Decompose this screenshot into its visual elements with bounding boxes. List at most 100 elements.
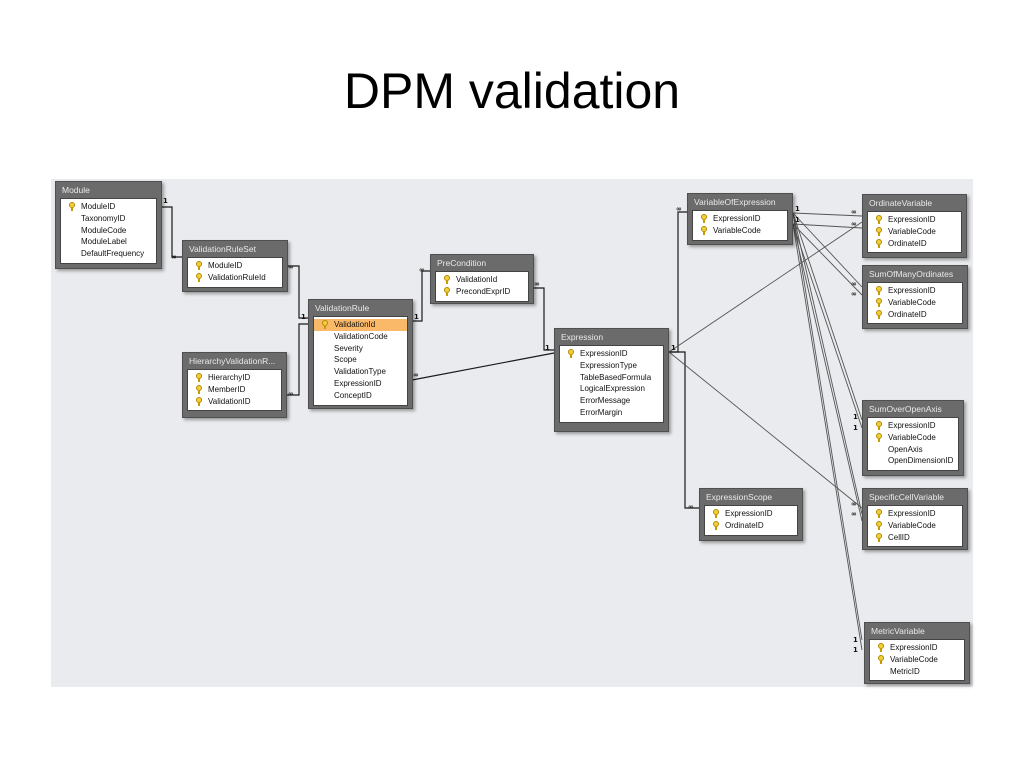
field-item[interactable]: ExpressionID [868, 285, 962, 297]
field-item[interactable]: OpenDimensionID [888, 456, 954, 466]
field-item-selected[interactable]: ValidationId [314, 319, 407, 331]
field-list: ExpressionID VariableCode MetricID [869, 639, 965, 682]
marker-many: ∞ [534, 280, 540, 288]
key-icon [196, 272, 202, 282]
key-icon [444, 275, 450, 284]
table-title: OrdinateVariable [869, 198, 933, 208]
field-item[interactable]: ExpressionID [868, 214, 961, 226]
key-icon [876, 532, 882, 542]
table-ordinate-variable[interactable]: OrdinateVariable ExpressionID VariableCo… [862, 194, 967, 258]
field-item[interactable]: ModuleID [61, 201, 156, 213]
field-item[interactable]: ExpressionType [580, 360, 637, 370]
link-expression-variableofexpression [669, 211, 687, 353]
table-hierarchy-validation-rule[interactable]: HierarchyValidationR... HierarchyID Memb… [182, 352, 287, 418]
field-list: ExpressionID VariableCode OrdinateID [867, 282, 963, 325]
key-icon [876, 286, 882, 295]
field-item[interactable]: OrdinateID [705, 520, 797, 532]
key-icon [876, 297, 882, 307]
marker-one: 1 [853, 424, 858, 432]
field-item[interactable]: CellID [868, 532, 962, 544]
link-expression-specificcellvariable [668, 351, 863, 509]
field-item[interactable]: ValidationID [188, 396, 281, 408]
table-specific-cell-variable[interactable]: SpecificCellVariable ExpressionID Variab… [862, 488, 968, 550]
field-item[interactable]: ValidationRuleId [188, 272, 282, 284]
field-list: ExpressionID OrdinateID [704, 505, 798, 536]
marker-one: 1 [795, 216, 800, 224]
field-item[interactable]: MemberID [188, 384, 281, 396]
table-title: VariableOfExpression [694, 197, 776, 207]
field-item[interactable]: HierarchyID [188, 372, 281, 384]
table-sum-of-many-ordinates[interactable]: SumOfManyOrdinates ExpressionID Variable… [862, 265, 968, 329]
field-item[interactable]: ValidationId [436, 274, 528, 286]
field-item[interactable]: OpenAxis [888, 444, 923, 454]
marker-one: 1 [853, 413, 858, 421]
table-validation-rule[interactable]: ValidationRule ValidationId ValidationCo… [308, 299, 413, 409]
key-icon [568, 349, 574, 358]
field-item[interactable]: PrecondExprID [436, 286, 528, 298]
field-item[interactable]: VariableCode [868, 520, 962, 532]
link-validationruleset-validationrule [287, 265, 308, 319]
table-variable-of-expression[interactable]: VariableOfExpression ExpressionID Variab… [687, 193, 793, 245]
field-item[interactable]: TableBasedFormula [580, 372, 652, 382]
marker-many: ∞ [851, 290, 857, 298]
field-item[interactable]: VariableCode [693, 225, 787, 237]
table-sum-over-open-axis[interactable]: SumOverOpenAxis ExpressionID VariableCod… [862, 400, 964, 476]
table-pre-condition[interactable]: PreCondition ValidationId PrecondExprID [430, 254, 534, 304]
field-item[interactable]: ExpressionID [868, 508, 962, 520]
field-item[interactable]: Severity [334, 343, 363, 353]
field-list: ModuleID ValidationRuleId [187, 257, 283, 288]
marker-one: 1 [163, 197, 168, 205]
field-list: ModuleID TaxonomyID ModuleCode ModuleLab… [60, 198, 157, 264]
field-item[interactable]: ErrorMargin [580, 407, 623, 417]
marker-one: 1 [301, 313, 306, 321]
key-icon [701, 214, 707, 223]
marker-many: ∞ [851, 510, 857, 518]
field-item[interactable]: ExpressionID [705, 508, 797, 520]
field-item[interactable]: MetricID [890, 666, 920, 676]
field-list: ExpressionID VariableCode CellID [867, 505, 963, 548]
field-item[interactable]: VariableCode [868, 297, 962, 309]
field-item[interactable]: ValidationType [334, 367, 386, 377]
field-item[interactable]: VariableCode [868, 226, 961, 238]
field-item[interactable]: ExpressionID [870, 642, 964, 654]
table-module[interactable]: Module ModuleID TaxonomyID ModuleCode Mo… [55, 181, 162, 269]
field-item[interactable]: VariableCode [868, 432, 958, 444]
key-icon [444, 286, 450, 296]
field-item[interactable]: ExpressionID [334, 378, 382, 388]
key-icon [713, 520, 719, 530]
field-item[interactable]: TaxonomyID [81, 213, 126, 223]
field-item[interactable]: ErrorMessage [580, 396, 631, 406]
field-item[interactable]: VariableCode [870, 654, 964, 666]
key-icon [876, 509, 882, 518]
field-item[interactable]: OrdinateID [868, 238, 961, 250]
table-expression[interactable]: Expression ExpressionID ExpressionType T… [554, 328, 669, 432]
slide-title: DPM validation [343, 63, 681, 119]
field-item[interactable]: ValidationCode [334, 331, 388, 341]
field-item[interactable]: ExpressionID [693, 213, 787, 225]
field-item[interactable]: OrdinateID [868, 309, 962, 321]
field-item[interactable]: Scope [334, 355, 357, 365]
field-item[interactable]: ModuleID [188, 260, 282, 272]
field-item[interactable]: DefaultFrequency [81, 249, 145, 259]
field-item[interactable]: LogicalExpression [580, 384, 645, 394]
marker-many: ∞ [851, 208, 857, 216]
key-icon [876, 421, 882, 430]
marker-one: 1 [545, 344, 550, 352]
table-title: MetricVariable [871, 626, 925, 636]
table-title: ExpressionScope [706, 492, 773, 502]
marker-many: ∞ [419, 266, 425, 274]
link-module-validationruleset [162, 206, 182, 258]
marker-many: ∞ [851, 500, 857, 508]
field-item[interactable]: ModuleLabel [81, 237, 127, 247]
table-expression-scope[interactable]: ExpressionScope ExpressionID OrdinateID [699, 488, 803, 541]
field-item[interactable]: ConceptID [334, 390, 372, 400]
marker-many: ∞ [413, 371, 419, 379]
field-item[interactable]: ExpressionID [560, 348, 663, 360]
field-item[interactable]: ExpressionID [868, 420, 958, 432]
table-validation-rule-set[interactable]: ValidationRuleSet ModuleID ValidationRul… [182, 240, 288, 292]
field-item[interactable]: ModuleCode [81, 225, 127, 235]
table-metric-variable[interactable]: MetricVariable ExpressionID VariableCode… [864, 622, 970, 684]
field-list: HierarchyID MemberID ValidationID [187, 369, 282, 412]
marker-many: ∞ [171, 253, 177, 261]
